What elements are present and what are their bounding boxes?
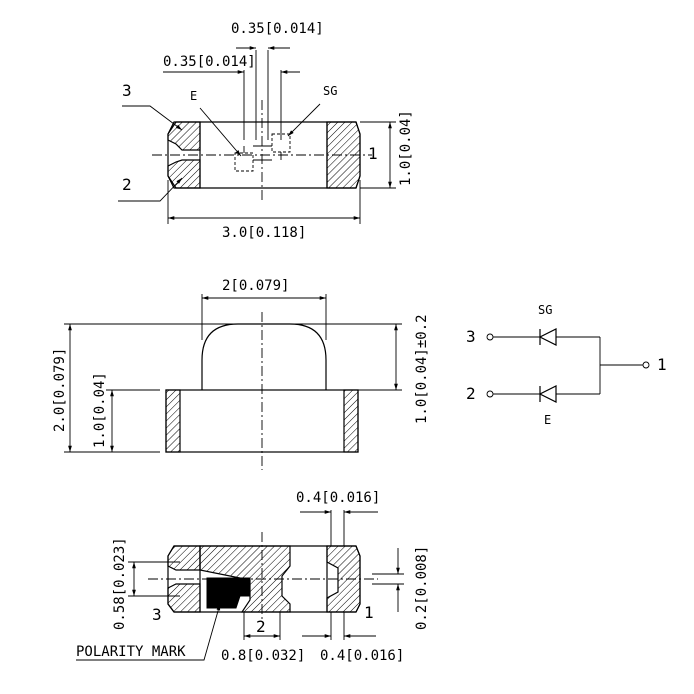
dim-pad-width-top: 0.4[0.016] xyxy=(296,490,380,506)
side-lens xyxy=(201,323,327,390)
dim-035-upper: 0.35[0.014] xyxy=(231,21,324,37)
schematic: 3 SG 2 E 1 xyxy=(466,303,667,427)
bottom-pin-3: 3 xyxy=(152,605,162,624)
pad-1-hatch xyxy=(326,121,361,189)
sch-label-sg: SG xyxy=(538,303,552,317)
top-pin-3: 3 xyxy=(122,81,132,100)
sch-pin-2: 2 xyxy=(466,384,476,403)
dim-center: 0.8[0.032] xyxy=(221,648,305,664)
top-view: 0.35[0.014] 0.35[0.014] E SG 3 2 1 3.0[0… xyxy=(118,21,414,241)
dim-right-small: 0.2[0.008] xyxy=(414,546,430,630)
bottom-pin-1: 1 xyxy=(364,603,374,622)
dim-height-top: 1.0[0.04] xyxy=(398,110,414,186)
dim-height-left: 0.58[0.023] xyxy=(112,537,128,630)
pad-2-hatch xyxy=(167,159,201,189)
sch-label-e: E xyxy=(544,413,551,427)
dim-035-lower: 0.35[0.014] xyxy=(163,54,256,70)
bottom-pin-2: 2 xyxy=(256,617,266,636)
sch-pin-1: 1 xyxy=(657,355,667,374)
top-label-e: E xyxy=(190,89,197,103)
top-pin-1: 1 xyxy=(368,144,378,163)
top-pin-2: 2 xyxy=(122,175,132,194)
dim-total-height: 2.0[0.079] xyxy=(52,348,68,432)
top-label-sg: SG xyxy=(323,84,337,98)
dim-width-top: 3.0[0.118] xyxy=(222,225,306,241)
dim-right-pad: 0.4[0.016] xyxy=(320,648,404,664)
bottom-view: 0.4[0.016] 0.58[0.023] 0.2[0.008] 3 2 1 … xyxy=(76,490,430,664)
polarity-mark-shape xyxy=(206,577,251,609)
dim-body-height: 1.0[0.04] xyxy=(92,372,108,448)
dim-lens-height: 1.0[0.04]±0.2 xyxy=(414,314,430,424)
sch-pin-3: 3 xyxy=(466,327,476,346)
pad-3-hatch xyxy=(167,121,201,151)
dim-lens-width: 2[0.079] xyxy=(222,278,289,294)
side-view: 2[0.079] 2.0[0.079] 1.0[0.04] 1.0[0.04]±… xyxy=(52,278,430,470)
polarity-mark-label: POLARITY MARK xyxy=(76,644,186,660)
